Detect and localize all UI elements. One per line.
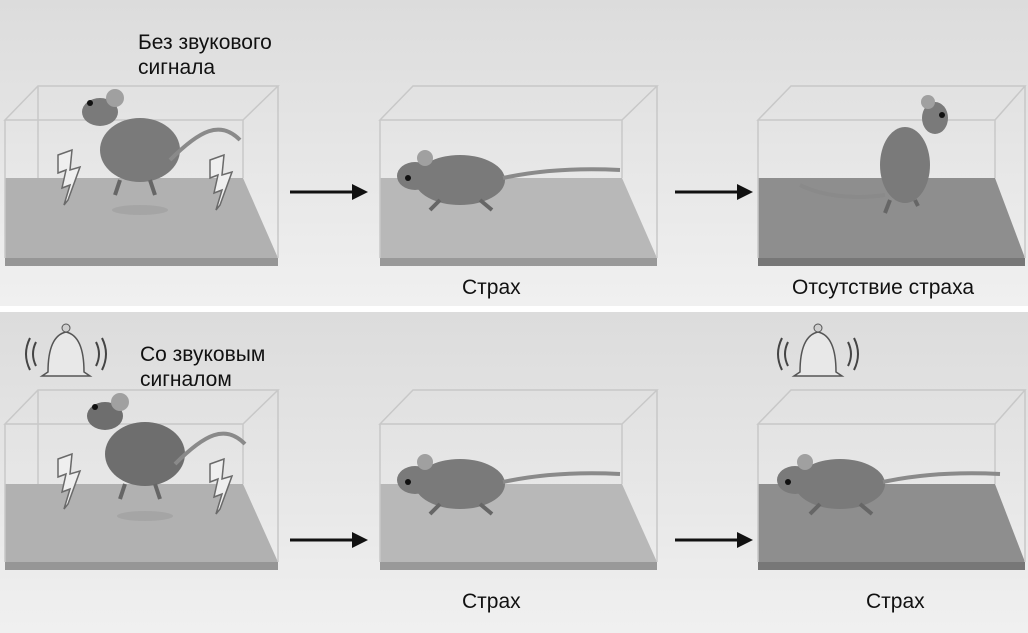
condition-with-sound-row: Со звуковым сигналом Страх Страх bbox=[0, 312, 1028, 633]
arrow-right-icon bbox=[737, 532, 753, 548]
bell-icon bbox=[26, 324, 106, 376]
condition-no-sound-row: Без звукового сигнала Страх Отсутствие с… bbox=[0, 0, 1028, 306]
arrow-right-icon bbox=[352, 184, 368, 200]
arrow-right-icon bbox=[352, 532, 368, 548]
bell-icon bbox=[778, 324, 858, 376]
arrow-right-icon bbox=[737, 184, 753, 200]
no-sound-scenes bbox=[0, 0, 1028, 306]
with-sound-scenes bbox=[0, 312, 1028, 633]
